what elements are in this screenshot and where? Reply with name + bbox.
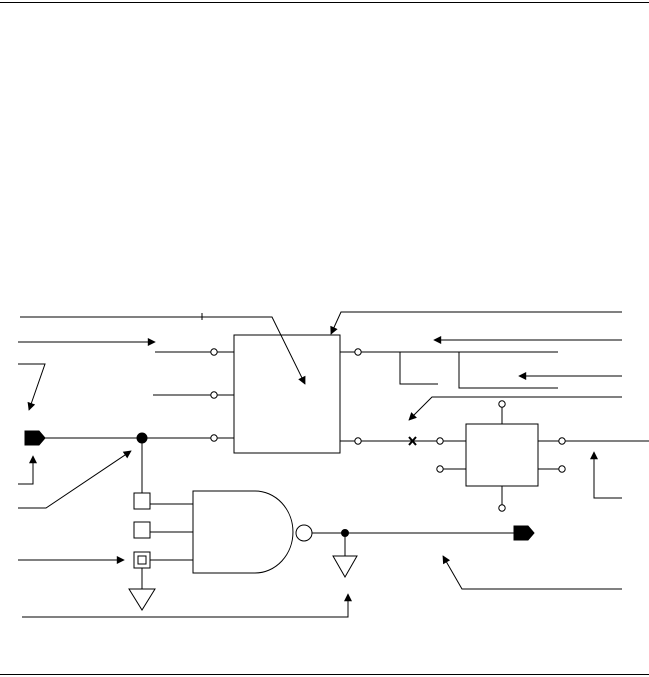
net-top-right (361, 351, 558, 389)
callout-arrows (18, 311, 622, 618)
no-connect-marker (408, 436, 417, 446)
square-pad-1 (133, 492, 193, 510)
ground-symbol-center (332, 555, 358, 579)
ground-symbol-left (128, 588, 156, 611)
input-port-left (24, 430, 46, 446)
square-pad-2 (133, 521, 193, 539)
block-main (146, 334, 362, 454)
square-pad-3-nested (133, 551, 193, 589)
nand-gate (192, 490, 294, 574)
output-inverter-bubble (295, 524, 313, 542)
block-small (436, 400, 649, 512)
output-port-right (513, 525, 535, 541)
